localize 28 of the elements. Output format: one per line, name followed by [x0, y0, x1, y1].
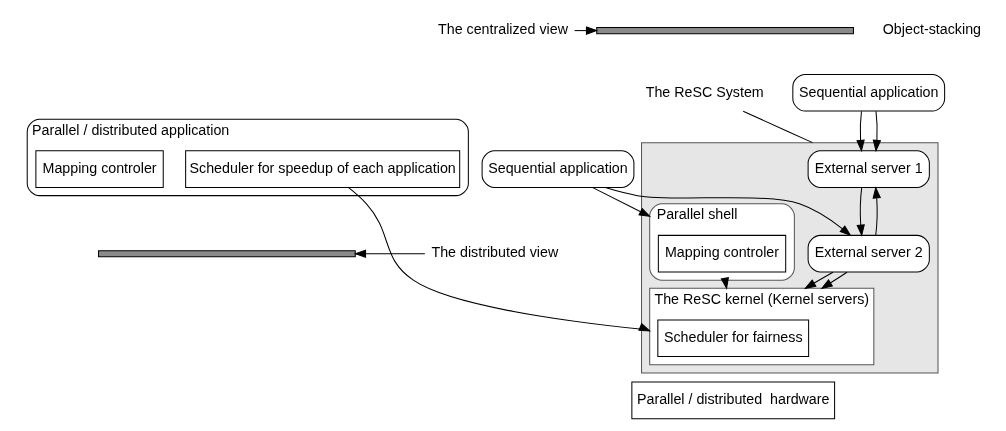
label: Object-stacking	[882, 21, 981, 38]
arrow	[573, 26, 598, 35]
arrow	[820, 271, 847, 290]
node-box: Scheduler for speedup of each application	[184, 150, 460, 188]
connector	[742, 110, 813, 144]
node-box: External server 2	[807, 234, 930, 273]
node-text: The distributed view	[430, 244, 558, 261]
node-box: Parallel / distributed hardware	[630, 381, 835, 420]
arrow	[803, 271, 833, 290]
node-box: Mapping controler	[34, 150, 164, 188]
arrow	[591, 187, 651, 217]
arrow	[855, 110, 865, 153]
node-box: Sequential application	[791, 73, 945, 112]
arrow	[872, 186, 881, 236]
node-box: Sequential application	[481, 150, 634, 188]
node-bar	[97, 250, 356, 258]
node-bar	[595, 27, 854, 35]
arrow	[347, 187, 651, 332]
cluster	[640, 142, 938, 374]
node-box: Mapping controler	[657, 234, 786, 273]
node-box: Scheduler for fairness	[656, 319, 809, 358]
arrow	[353, 249, 425, 258]
node-box: External server 1	[807, 150, 930, 188]
arrow	[604, 187, 852, 237]
arrow	[855, 187, 865, 237]
node-text: The centralized view	[437, 21, 568, 38]
node-text: The ReSC System	[645, 83, 764, 100]
arrow	[872, 110, 881, 153]
